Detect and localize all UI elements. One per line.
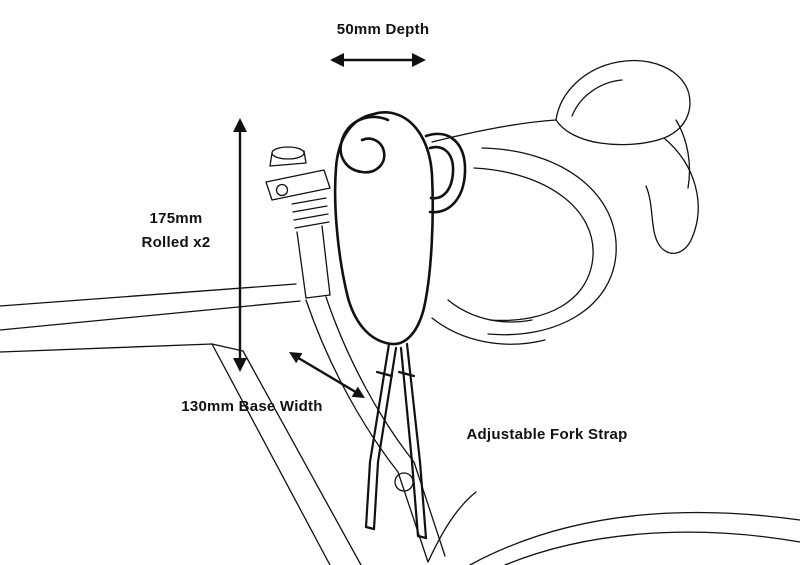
depth-label: 50mm Depth bbox=[336, 21, 430, 38]
base-width-dimension-arrow bbox=[289, 352, 365, 398]
stem-spacers bbox=[265, 146, 331, 299]
fork-straps bbox=[364, 342, 428, 540]
base-width-label: 130mm Base Width bbox=[181, 398, 323, 415]
depth-dimension-arrow bbox=[330, 53, 426, 67]
frame-tubes bbox=[0, 283, 362, 565]
bag-outline bbox=[333, 111, 467, 346]
front-wheel-arc bbox=[469, 511, 800, 565]
handlebar-strap bbox=[424, 132, 467, 214]
rolled-height-label: 175mm Rolled x2 bbox=[104, 207, 248, 255]
rolled-height-line1: 175mm bbox=[149, 210, 203, 227]
fork-strap-label: Adjustable Fork Strap bbox=[466, 426, 628, 443]
roll-top-curl bbox=[339, 115, 390, 174]
fork-legs bbox=[305, 296, 477, 563]
height-dimension-arrow bbox=[233, 118, 247, 372]
brake-hood bbox=[555, 60, 699, 254]
rolled-height-line2: Rolled x2 bbox=[141, 234, 211, 251]
handlebar-drops bbox=[431, 119, 617, 345]
